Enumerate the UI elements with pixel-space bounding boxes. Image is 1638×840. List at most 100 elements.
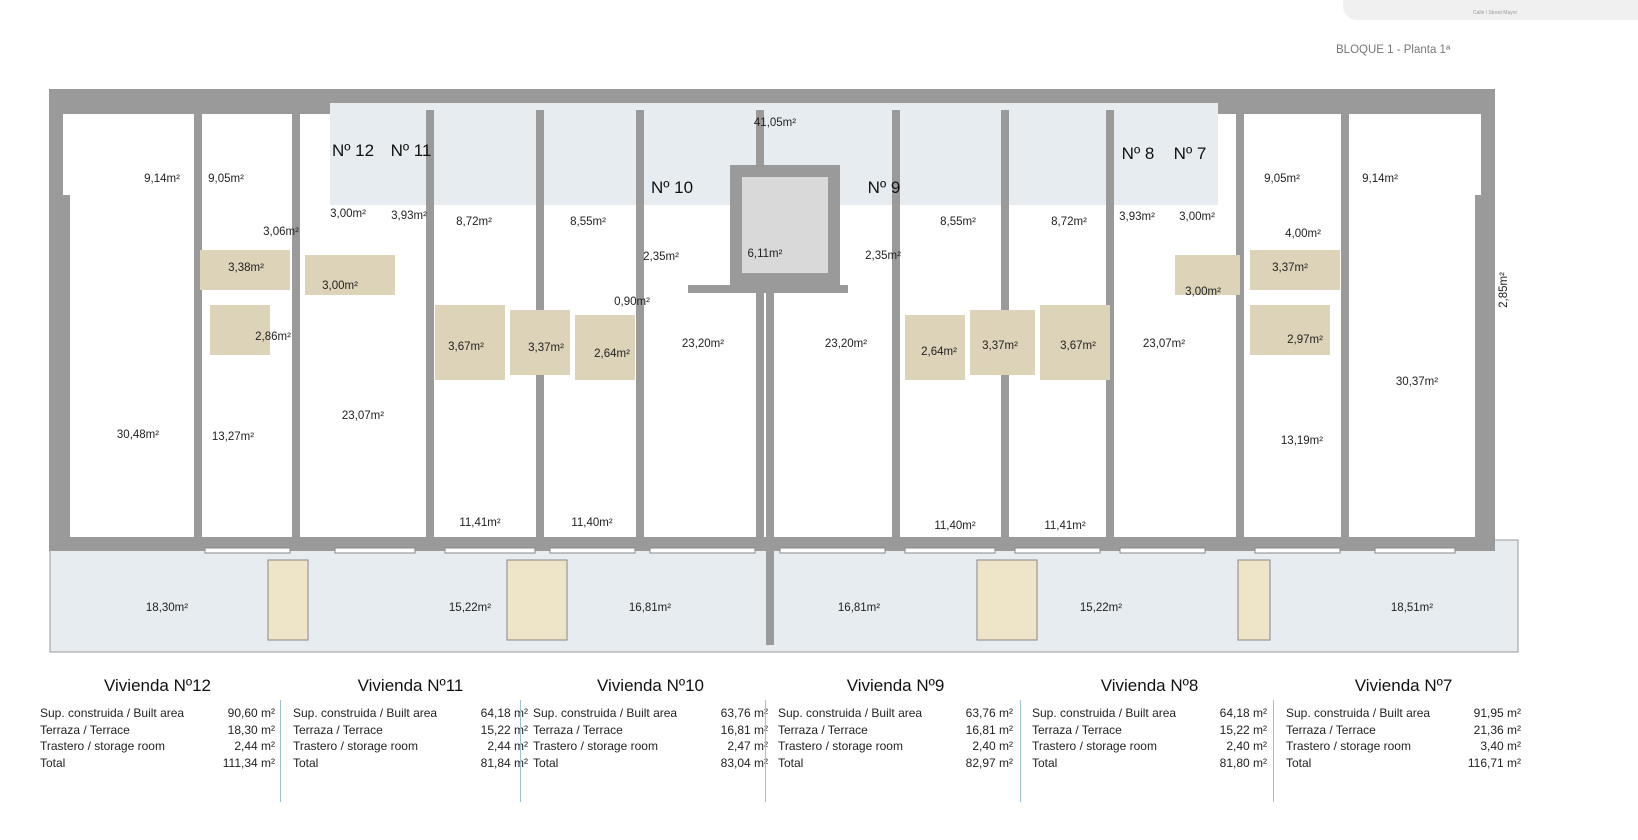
summary-row: Sup. construida / Built area 91,95 m² — [1286, 705, 1521, 722]
unit-title: Vivienda Nº7 — [1354, 676, 1453, 695]
window — [1119, 547, 1206, 554]
row-label: Sup. construida / Built area — [1286, 706, 1431, 720]
room-area-label: 0,90m² — [614, 296, 650, 308]
room-area-label: 11,40m² — [571, 517, 613, 529]
room-area-label: 3,00m² — [322, 280, 358, 292]
row-label: Terraza / Terrace — [40, 722, 130, 737]
wall — [56, 96, 330, 114]
summary-row: Terraza / Terrace 21,36 m² — [1286, 722, 1521, 739]
partition-wall — [1341, 110, 1349, 546]
row-value: 83,04 m² — [720, 755, 768, 770]
room-area-label: 3,37m² — [982, 340, 1018, 352]
room-area-label: 9,05m² — [1264, 173, 1300, 185]
row-label: Total — [293, 755, 319, 770]
party-wall — [766, 285, 774, 645]
room-area-label: 8,55m² — [940, 216, 976, 228]
row-value: 2,40 m² — [972, 739, 1013, 753]
room-area-label: 3,93m² — [391, 210, 427, 222]
room-area-label: 23,20m² — [681, 338, 725, 350]
unit-number-label: Nº 9 — [867, 178, 901, 197]
row-value: 64,18 m² — [1219, 706, 1267, 720]
unit-number-label: Nº 10 — [650, 178, 694, 197]
partition-wall — [426, 110, 434, 546]
room-area-label: 9,05m² — [208, 173, 244, 185]
row-label: Sup. construida / Built area — [1032, 706, 1177, 720]
window — [649, 547, 756, 554]
row-value: 21,36 m² — [1473, 722, 1521, 737]
row-label: Trastero / storage room — [293, 739, 418, 753]
row-label: Terraza / Terrace — [293, 722, 383, 737]
wall — [1475, 195, 1489, 545]
row-value: 16,81 m² — [965, 722, 1013, 737]
room-area-label: 8,55m² — [570, 216, 606, 228]
row-value: 2,47 m² — [727, 739, 768, 753]
row-value: 91,95 m² — [1473, 706, 1521, 720]
room-area-label: 30,48m² — [116, 429, 160, 441]
room-area-label: 9,14m² — [144, 173, 180, 185]
partition-wall — [636, 110, 644, 546]
partition-wall — [1236, 110, 1244, 546]
room-area-label: 23,07m² — [341, 410, 385, 422]
row-label: Sup. construida / Built area — [778, 706, 923, 720]
room-area-label: 13,19m² — [1280, 435, 1324, 447]
unit-title: Vivienda Nº10 — [596, 676, 705, 695]
row-label: Sup. construida / Built area — [40, 706, 185, 720]
bathroom — [435, 305, 505, 380]
bathroom — [305, 255, 395, 295]
window — [779, 547, 886, 554]
row-label: Total — [533, 755, 559, 770]
room-area-label: 30,37m² — [1395, 376, 1439, 388]
unit-title: Vivienda Nº9 — [846, 676, 945, 695]
room-area-label: 2,35m² — [865, 250, 901, 262]
room-area-label: 8,72m² — [1051, 216, 1087, 228]
window — [904, 547, 996, 554]
room-area-label: 9,14m² — [1362, 173, 1398, 185]
inset-caption: Calle / Street Mayor — [1473, 10, 1518, 16]
row-label: Total — [40, 755, 66, 770]
column-divider — [765, 700, 766, 802]
storage-room — [267, 559, 309, 641]
window — [444, 547, 536, 554]
row-label: Trastero / storage room — [778, 739, 903, 753]
bathroom — [510, 310, 570, 375]
unit-number-label: Nº 8 — [1121, 144, 1155, 163]
column-divider — [1020, 700, 1021, 802]
room-area-label: 18,51m² — [1390, 602, 1434, 614]
row-value: 16,81 m² — [720, 722, 768, 737]
room-area-label: 11,40m² — [934, 520, 976, 532]
bathroom — [1040, 305, 1110, 380]
room-area-label: 3,06m² — [263, 226, 299, 238]
bathroom — [905, 315, 965, 380]
room-area-label: 15,22m² — [1079, 602, 1123, 614]
room-area-label: 4,00m² — [1285, 228, 1321, 240]
room-area-label: 3,38m² — [228, 262, 264, 274]
row-label: Terraza / Terrace — [1286, 722, 1376, 737]
room-area-label: 15,22m² — [448, 602, 492, 614]
row-label: Sup. construida / Built area — [293, 706, 438, 720]
column-divider — [520, 700, 521, 802]
room-area-label: 8,72m² — [456, 216, 492, 228]
row-value: 2,40 m² — [1226, 739, 1267, 753]
window — [1014, 547, 1101, 554]
window — [549, 547, 636, 554]
unit-title: Vivienda Nº12 — [103, 676, 212, 695]
room-area-label: 16,81m² — [837, 602, 881, 614]
row-label: Total — [1286, 755, 1312, 770]
room-area-label: 41,05m² — [753, 117, 797, 129]
row-label: Terraza / Terrace — [1032, 722, 1122, 737]
row-label: Trastero / storage room — [1286, 739, 1411, 753]
